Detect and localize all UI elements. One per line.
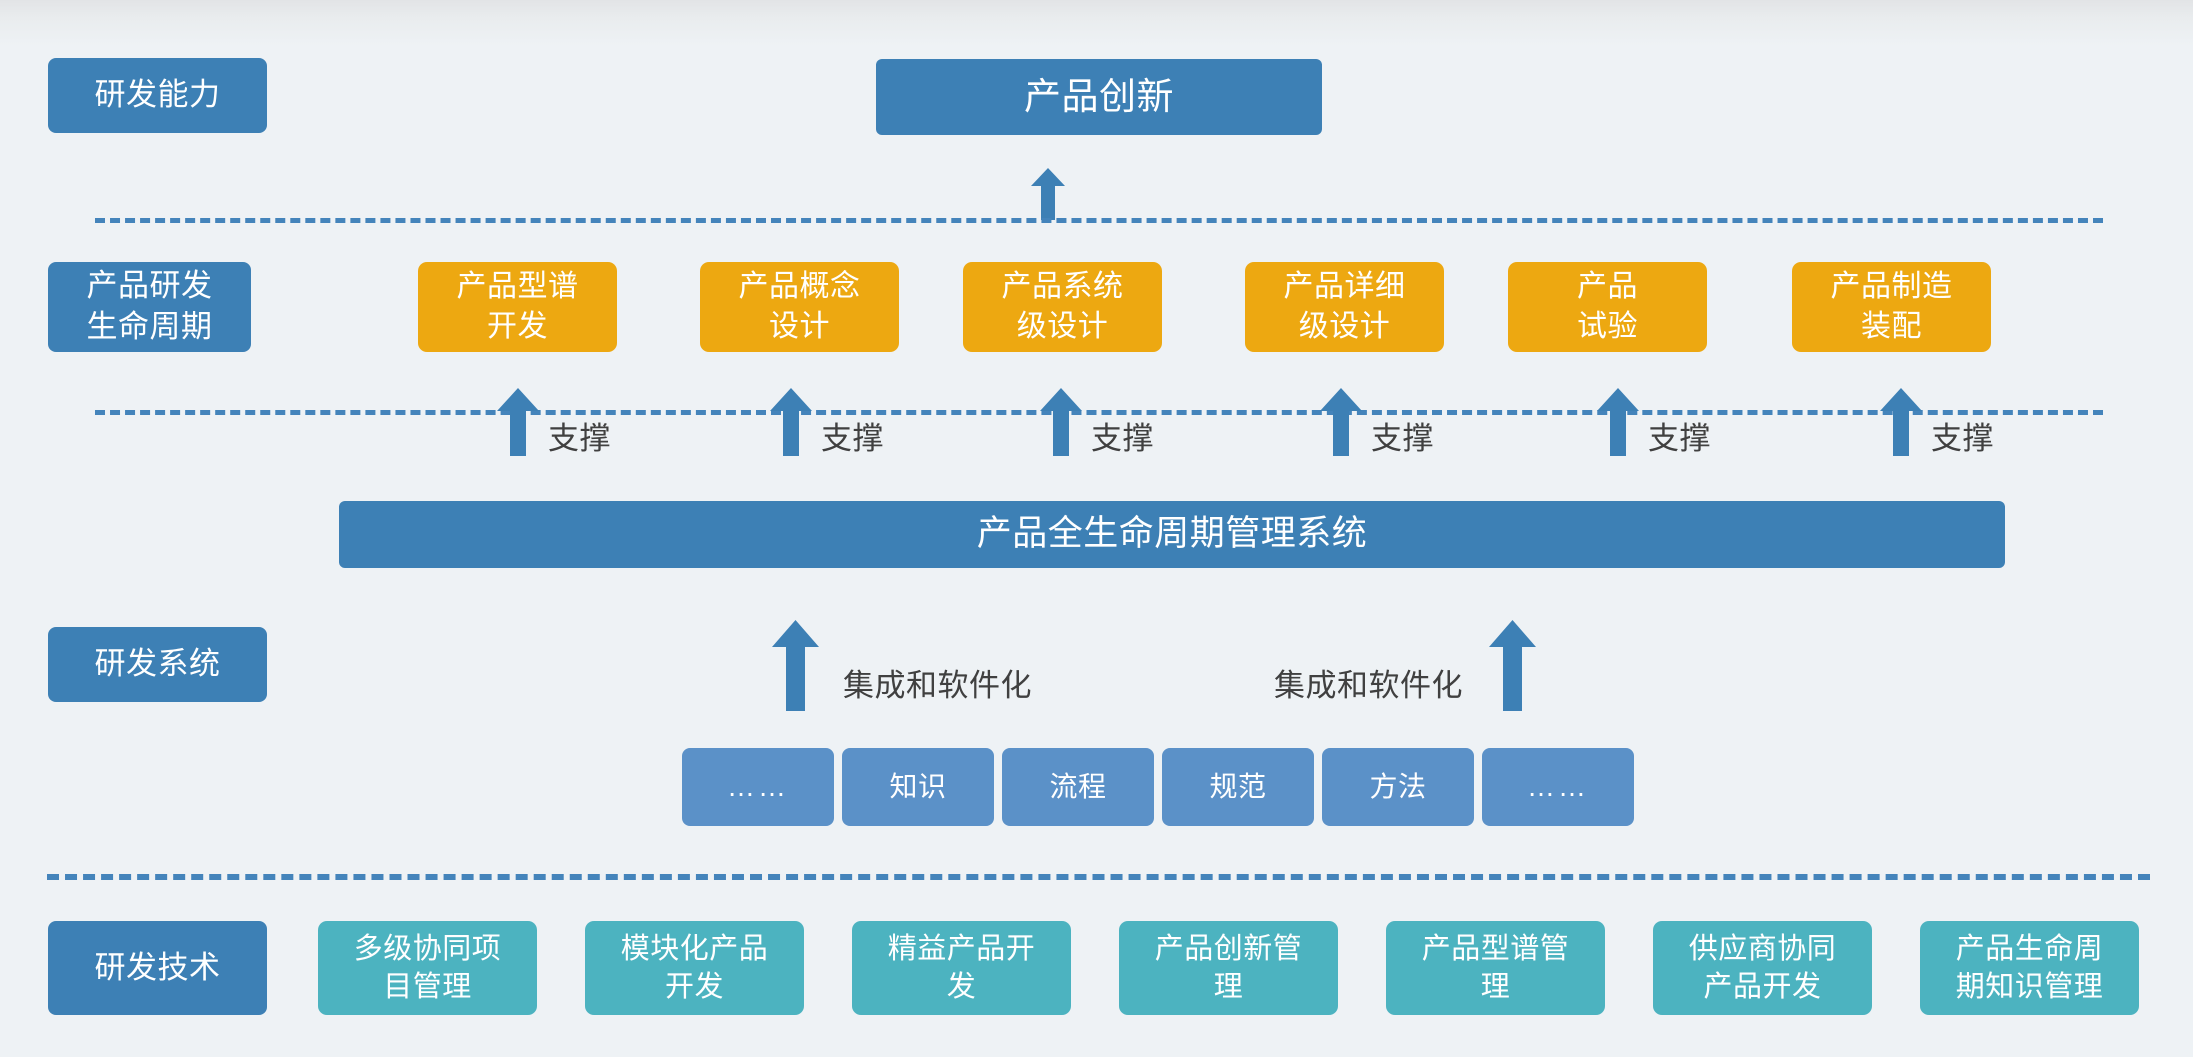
foundation-chip-0: …… [682,748,834,826]
technology-item-4: 产品型谱管 理 [1386,921,1605,1015]
product-innovation-box: 产品创新 [876,59,1322,135]
row-label-capability: 研发能力 [48,58,267,133]
row-label-system: 研发系统 [48,627,267,702]
lifecycle-phase-4: 产品 试验 [1508,262,1707,352]
lifecycle-phase-0: 产品型谱 开发 [418,262,617,352]
divider-system-technology [47,874,2150,880]
support-arrow-label-0: 支撑 [548,421,611,456]
integration-arrow-label-left: 集成和软件化 [843,668,1032,703]
lifecycle-phase-3: 产品详细 级设计 [1245,262,1444,352]
technology-item-3: 产品创新管 理 [1119,921,1338,1015]
support-arrow-label-5: 支撑 [1931,421,1994,456]
foundation-chip-1: 知识 [842,748,994,826]
support-arrow-2 [1040,388,1082,456]
technology-item-2: 精益产品开 发 [852,921,1071,1015]
innovation-up-arrow [1031,168,1065,220]
foundation-chip-2: 流程 [1002,748,1154,826]
lifecycle-phase-2: 产品系统 级设计 [963,262,1162,352]
technology-item-5: 供应商协同 产品开发 [1653,921,1872,1015]
support-arrow-label-2: 支撑 [1091,421,1154,456]
technology-item-6: 产品生命周 期知识管理 [1920,921,2139,1015]
support-arrow-0 [497,388,539,456]
divider-capability-lifecycle [95,218,2103,223]
support-arrow-3 [1320,388,1362,456]
plm-system-banner: 产品全生命周期管理系统 [339,501,2005,568]
foundation-chip-5: …… [1482,748,1634,826]
integration-arrow-left [772,620,819,711]
support-arrow-5 [1880,388,1922,456]
support-arrow-4 [1597,388,1639,456]
row-label-technology: 研发技术 [48,921,267,1015]
integration-arrow-right [1489,620,1536,711]
support-arrow-1 [770,388,812,456]
support-arrow-label-4: 支撑 [1648,421,1711,456]
integration-arrow-label-right: 集成和软件化 [1274,668,1463,703]
technology-item-1: 模块化产品 开发 [585,921,804,1015]
technology-item-0: 多级协同项 目管理 [318,921,537,1015]
lifecycle-phase-5: 产品制造 装配 [1792,262,1991,352]
divider-lifecycle-system [95,410,2103,415]
foundation-chip-4: 方法 [1322,748,1474,826]
row-label-lifecycle: 产品研发 生命周期 [48,262,251,352]
support-arrow-label-1: 支撑 [821,421,884,456]
foundation-chip-3: 规范 [1162,748,1314,826]
lifecycle-phase-1: 产品概念 设计 [700,262,899,352]
support-arrow-label-3: 支撑 [1371,421,1434,456]
